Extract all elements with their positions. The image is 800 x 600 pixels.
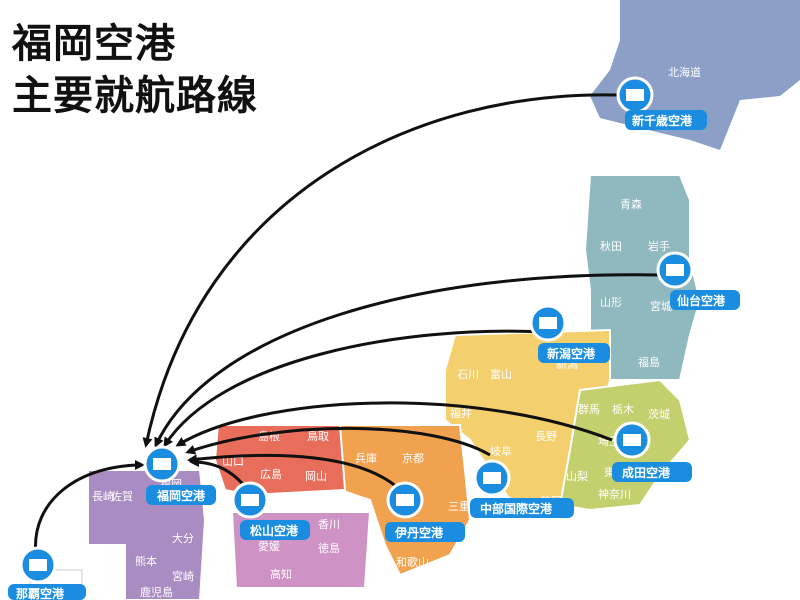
airport-icon <box>539 317 557 329</box>
airport-label: 福岡空港 <box>156 488 206 503</box>
airport-label: 那覇空港 <box>16 586 65 600</box>
airport-icon <box>29 559 47 571</box>
route-arrow-naha <box>34 460 145 556</box>
airport-itami[interactable]: 伊丹空港 <box>385 481 465 542</box>
pref-label: 宮崎 <box>172 569 194 583</box>
airport-chubu[interactable]: 中部国際空港 <box>470 459 574 518</box>
title-line-2: 主要就航路線 <box>12 73 258 119</box>
pref-label: 宮城 <box>650 299 672 313</box>
airport-label: 伊丹空港 <box>394 525 444 540</box>
pref-label: 佐賀 <box>111 489 133 503</box>
region-tohoku <box>583 174 702 381</box>
route-arrow-narita <box>175 401 613 447</box>
airport-icon <box>623 434 641 446</box>
airport-label: 中部国際空港 <box>480 501 553 516</box>
airport-new-chitose[interactable]: 新千歳空港 <box>616 76 707 130</box>
route-arrow-itami <box>187 453 399 490</box>
pref-label: 香川 <box>318 518 340 531</box>
airport-narita[interactable]: 成田空港 <box>612 421 692 482</box>
airport-sendai[interactable]: 仙台空港 <box>656 251 740 310</box>
pref-label: 大分 <box>172 531 194 545</box>
airport-label: 仙台空港 <box>677 293 726 308</box>
pref-label: 山梨 <box>566 469 588 483</box>
airport-icon <box>396 494 414 506</box>
route-arrow-chubu <box>185 426 491 457</box>
pref-label: 岡山 <box>305 470 327 483</box>
pref-label: 和歌山 <box>396 555 429 569</box>
pref-label: 山口 <box>222 455 244 468</box>
pref-label: 青森 <box>620 197 642 211</box>
route-arrows <box>34 93 661 556</box>
pref-label: 秋田 <box>600 239 622 253</box>
airport-label: 成田空港 <box>622 465 671 480</box>
pref-label: 神奈川 <box>598 487 631 501</box>
pref-label: 富山 <box>490 367 512 381</box>
page-title: 福岡空港 主要就航路線 <box>12 18 258 122</box>
airport-icon <box>666 264 684 276</box>
pref-label: 兵庫 <box>355 451 377 465</box>
hub-airport-fukuoka[interactable]: 福岡空港 <box>143 445 216 505</box>
pref-label: 北海道 <box>668 65 701 79</box>
pref-label: 岐阜 <box>490 445 512 458</box>
pref-label: 鳥取 <box>307 429 329 443</box>
airport-label: 松山空港 <box>250 523 299 538</box>
airport-naha[interactable]: 那覇空港 <box>8 546 86 600</box>
title-line-1: 福岡空港 <box>12 21 176 67</box>
route-arrow-new-chitose <box>142 93 619 448</box>
airport-niigata[interactable]: 新潟空港 <box>529 304 610 363</box>
pref-label: 石川 <box>457 368 479 381</box>
pref-label: 徳島 <box>318 541 340 555</box>
route-arrow-niigata <box>163 329 546 448</box>
airport-label: 新千歳空港 <box>632 113 693 128</box>
pref-label: 福井 <box>450 406 472 420</box>
airport-icon <box>626 89 644 101</box>
pref-label: 広島 <box>260 467 282 481</box>
airport-icon <box>241 494 259 506</box>
pref-label: 岩手 <box>648 239 670 253</box>
pref-label: 高知 <box>270 567 292 581</box>
pref-label: 群馬 <box>578 402 600 416</box>
pref-label: 鹿児島 <box>140 585 173 599</box>
airport-matsuyama[interactable]: 松山空港 <box>231 481 310 540</box>
pref-label: 愛媛 <box>258 539 280 553</box>
airport-icon <box>483 472 501 484</box>
route-arrow-sendai <box>154 273 661 448</box>
airport-icon <box>153 458 171 470</box>
pref-label: 京都 <box>402 451 424 465</box>
pref-label: 長崎 <box>92 489 114 503</box>
pref-label: 茨城 <box>648 407 670 421</box>
airport-label: 新潟空港 <box>547 346 596 361</box>
pref-label: 山形 <box>600 296 622 309</box>
pref-label: 福島 <box>638 355 660 369</box>
pref-label: 栃木 <box>612 402 634 416</box>
pref-label: 長野 <box>535 430 557 443</box>
pref-label: 三重 <box>448 499 470 513</box>
pref-label: 熊本 <box>135 554 157 568</box>
